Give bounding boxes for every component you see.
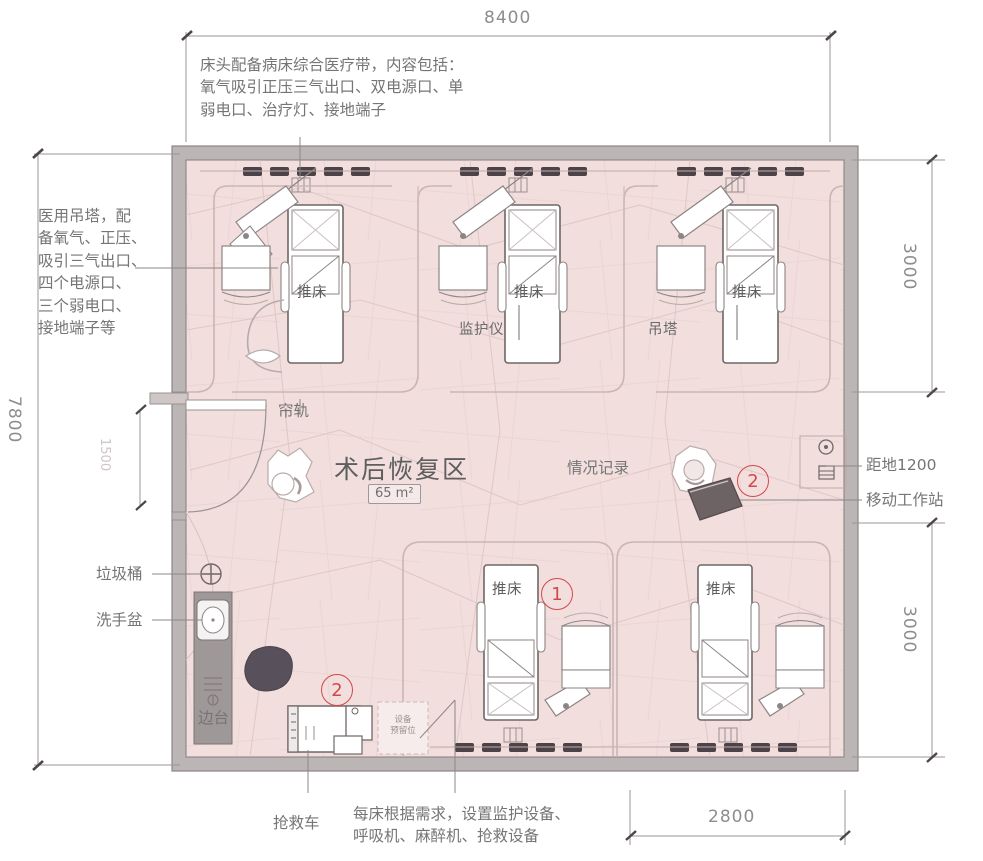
annotation-wash-basin: 洗手盆 (96, 611, 143, 629)
stool-furniture (244, 646, 293, 692)
area-badge: 65 m² (368, 484, 421, 504)
bay-dividers (417, 186, 625, 374)
curtain-track-arcs-bottom (402, 541, 831, 757)
gas-outlet-strips-bottom (430, 727, 830, 752)
bed-label-3: 推床 (732, 285, 762, 301)
staff-figure-center (267, 447, 315, 503)
dimension-right-upper: 3000 (899, 243, 919, 291)
annotation-equipment-reserve: 设备 预留位 (390, 715, 416, 736)
annotation-top-note: 床头配备病床综合医疗带，内容包括： 氧气吸引正压三气出口、双电源口、单 弱电口、… (200, 56, 464, 119)
bed-unit-4 (476, 564, 546, 721)
wall-fixtures-left (193, 563, 233, 745)
annotation-height-1200: 距地1200 (866, 456, 937, 474)
annotation-mobile-workstation: 移动工作站 (866, 491, 944, 509)
dimension-left: 7800 (4, 396, 24, 444)
crash-cart-symbol (287, 701, 429, 755)
annotation-trash-bin: 垃圾桶 (96, 565, 143, 583)
dimension-bottom-right: 2800 (708, 807, 756, 827)
annotation-bottom-note: 每床根据需求，设置监护设备、 呼吸机、麻醉机、抢救设备 (353, 805, 571, 846)
dimension-right-lower: 3000 (899, 606, 919, 654)
pendant-arm-3 (656, 167, 752, 340)
bed-label-5: 推床 (706, 582, 736, 598)
marker-1: 1 (541, 578, 573, 610)
annotation-left-note: 医用吊塔，配 备氧气、正压、 吸引三气出口、 四个电源口、 三个弱电口、 接地端… (38, 207, 147, 338)
record-station-figure (671, 445, 743, 521)
dimension-door-width: 1500 (97, 438, 112, 472)
leader-lines (135, 137, 862, 793)
pendant-arm-4 (544, 612, 611, 717)
annotation-record-station: 情况记录 (567, 459, 630, 477)
page-title: 术后恢复区 (334, 455, 470, 484)
annotation-curtain-track: 帘轨 (278, 402, 310, 420)
bed-unit-5 (690, 564, 760, 721)
annotation-side-counter: 边台 (198, 709, 230, 727)
marker-2-workstation: 2 (737, 465, 769, 497)
pendant-arm-5 (758, 612, 825, 717)
marker-2-crash-cart: 2 (321, 674, 353, 706)
equipment-label-pendant: 吊塔 (648, 322, 678, 338)
annotation-crash-cart: 抢救车 (273, 814, 320, 832)
bed-label-4: 推床 (492, 582, 522, 598)
dimension-top: 8400 (484, 8, 532, 28)
dimension-lines (32, 30, 945, 845)
equipment-label-monitor: 监护仪 (459, 322, 504, 338)
gas-outlet-strips-top (200, 167, 830, 193)
bed-label-1: 推床 (297, 285, 327, 301)
bed-label-2: 推床 (514, 285, 544, 301)
